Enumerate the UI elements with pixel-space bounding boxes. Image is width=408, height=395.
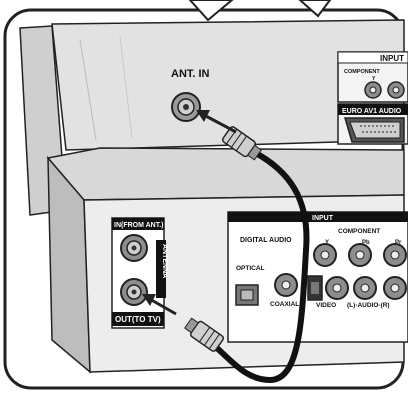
tv-euro-label: EURO AV1 AUDIO bbox=[342, 108, 402, 115]
recorder-component-label: COMPONENT bbox=[338, 228, 380, 235]
component-pr-jack[interactable] bbox=[384, 244, 406, 266]
recorder-top bbox=[48, 148, 404, 200]
tv-input-label: INPUT bbox=[380, 54, 404, 63]
tv-component-label: COMPONENT bbox=[344, 69, 380, 75]
optical-label: OPTICAL bbox=[236, 265, 265, 272]
s-video-port[interactable] bbox=[308, 276, 322, 300]
tv-scart-connector[interactable] bbox=[345, 118, 404, 142]
audio-left-jack[interactable] bbox=[354, 277, 376, 299]
ant-in-label: ANT. IN bbox=[171, 68, 210, 80]
recorder-input-label: INPUT bbox=[312, 215, 334, 222]
audio-right-jack[interactable] bbox=[384, 277, 406, 299]
ant-in-jack[interactable] bbox=[172, 93, 200, 121]
audio-lr-label: (L)-AUDIO-(R) bbox=[347, 302, 390, 309]
component-y-jack[interactable] bbox=[314, 244, 336, 266]
in-from-ant-label: IN(FROM ANT.) bbox=[114, 222, 164, 229]
video-jack[interactable] bbox=[326, 277, 348, 299]
antenna-label: ANTENNA bbox=[161, 244, 168, 278]
coaxial-jack[interactable] bbox=[275, 274, 297, 296]
antenna-out-jack[interactable] bbox=[121, 279, 147, 305]
video-label: VIDEO bbox=[316, 302, 336, 309]
component-pb-jack[interactable] bbox=[349, 244, 371, 266]
coaxial-label: COAXIAL bbox=[270, 301, 299, 308]
optical-port[interactable] bbox=[236, 285, 258, 305]
digital-audio-label: DIGITAL AUDIO bbox=[240, 237, 292, 244]
antenna-in-jack[interactable] bbox=[121, 235, 147, 261]
recorder-body: IN(FROM ANT.) ANTENNA OUT(TO TV) INPUT D… bbox=[48, 148, 408, 372]
out-to-tv-label: OUT(TO TV) bbox=[115, 315, 161, 324]
tv-component-jack[interactable] bbox=[365, 82, 381, 98]
tv-component-jack[interactable] bbox=[388, 82, 404, 98]
